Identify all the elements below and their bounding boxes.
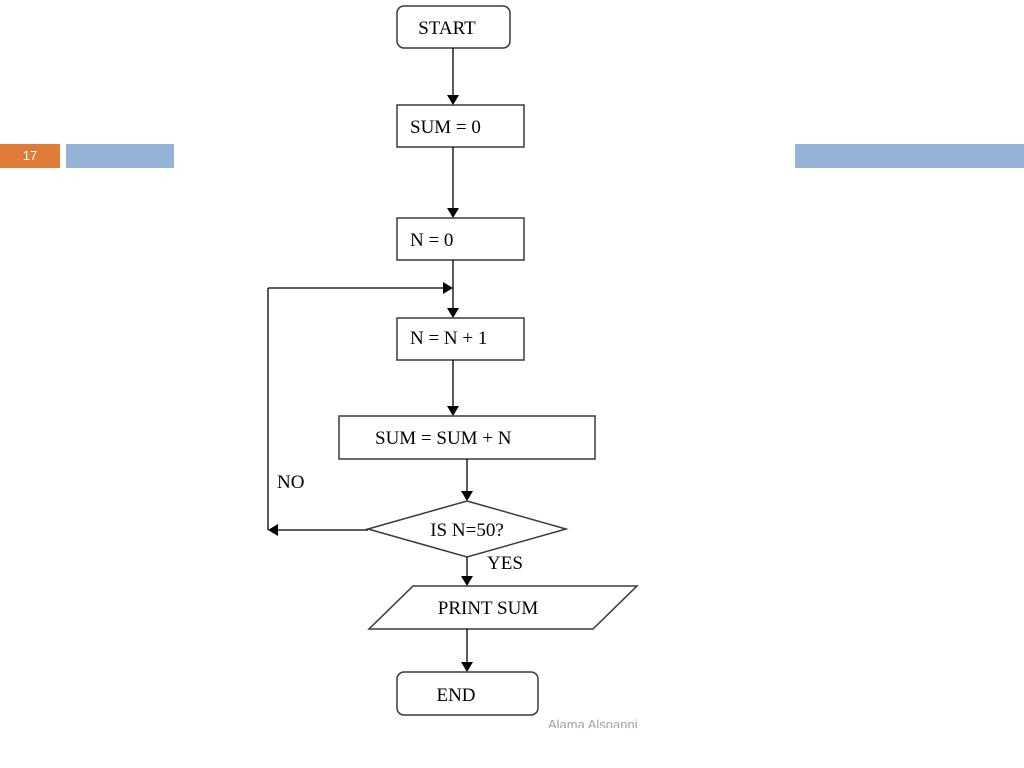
yes-label: YES xyxy=(487,553,523,574)
n-init-node: N = 0 xyxy=(396,217,525,261)
arrow-accumulate-to-decision xyxy=(461,459,473,501)
header-bar-left xyxy=(66,144,174,168)
accumulate-node: SUM = SUM + N xyxy=(338,415,596,460)
print-label: PRINT SUM xyxy=(438,598,539,619)
start-label: START xyxy=(418,18,476,39)
arrow-sum-init-to-n-init xyxy=(447,147,459,218)
print-node: PRINT SUM xyxy=(367,585,639,630)
header-bar-right xyxy=(795,144,1024,168)
arrow-start-to-sum-init xyxy=(447,48,459,105)
arrow-increment-to-accumulate xyxy=(447,360,459,416)
end-label: END xyxy=(436,685,475,706)
increment-label: N = N + 1 xyxy=(410,328,487,349)
arrow-no-loop xyxy=(267,282,453,536)
start-node: START xyxy=(396,5,511,49)
accumulate-label: SUM = SUM + N xyxy=(375,428,512,449)
arrow-print-to-end xyxy=(461,629,473,672)
slide-number: 17 xyxy=(0,144,60,168)
slide-footer: Alama Alsoanni xyxy=(548,717,638,728)
arrow-yes-to-print xyxy=(461,557,473,586)
decision-node: IS N=50? xyxy=(365,500,569,558)
end-node: END xyxy=(396,671,539,716)
sum-init-label: SUM = 0 xyxy=(410,117,481,138)
decision-label: IS N=50? xyxy=(430,520,504,541)
no-label: NO xyxy=(277,472,304,493)
increment-node: N = N + 1 xyxy=(396,317,525,361)
sum-init-node: SUM = 0 xyxy=(396,104,525,148)
arrow-n-init-to-increment xyxy=(447,260,459,318)
n-init-label: N = 0 xyxy=(410,230,453,251)
